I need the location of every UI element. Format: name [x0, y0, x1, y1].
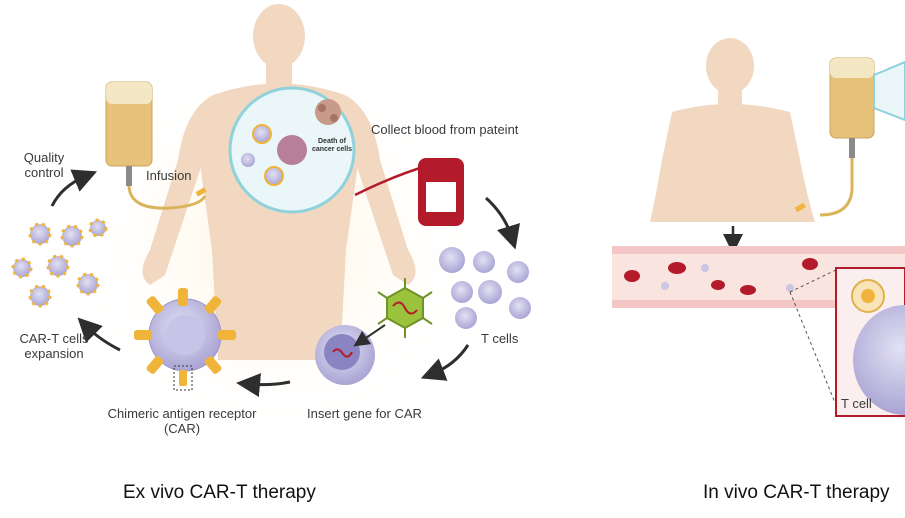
transduced-t-cell [315, 324, 386, 385]
t-cell [478, 280, 502, 304]
t-cell [509, 297, 531, 319]
blood-bag [354, 158, 464, 226]
t-cell [507, 261, 529, 283]
label-death-line1: Death of [318, 138, 346, 145]
arrow-tcells-to-insert [420, 344, 470, 381]
t-cell [473, 251, 495, 273]
car-t-cell [134, 288, 236, 391]
label-t-cells: T cells [481, 331, 519, 346]
label-qc-line2: control [24, 165, 64, 180]
caption-ex-vivo: Ex vivo CAR-T therapy [123, 482, 316, 503]
t-cell-zoom-box [789, 267, 905, 417]
car-t-cell-small [28, 222, 52, 246]
t-cell [439, 247, 465, 273]
label-expansion-line1: CAR-T cells [19, 331, 89, 346]
t-cell [455, 307, 477, 329]
t-cell [451, 281, 473, 303]
label-collect-blood: Collect blood from pateint [371, 122, 519, 137]
label-death-line2: cancer cells [311, 146, 353, 153]
cycle-arrows [50, 169, 520, 398]
cancer-kill-inset [228, 86, 356, 214]
label-t-cell-right: T cell [841, 396, 872, 411]
label-expansion: CAR-T cells expansion [4, 331, 104, 361]
arrow-expansion-to-infusion [50, 169, 98, 207]
car-t-cell-small [28, 284, 52, 308]
label-car: Chimeric antigen receptor (CAR) [92, 406, 272, 436]
label-insert-gene: Insert gene for CAR [307, 406, 422, 421]
label-infusion: Infusion [146, 168, 192, 183]
label-death-cancer-cells: Death of cancer cells [302, 138, 362, 154]
label-car-line2: (CAR) [163, 421, 201, 436]
car-t-cell-small [11, 257, 33, 279]
arrow-insert-to-car [236, 373, 291, 398]
patient-body-right [650, 38, 815, 222]
viral-vector [377, 278, 433, 338]
car-t-cell-small [88, 218, 108, 238]
expanded-car-t-cells [11, 218, 108, 308]
car-t-cell-small [60, 224, 84, 248]
label-car-line1: Chimeric antigen receptor [107, 406, 257, 421]
iv-bag-right [794, 57, 905, 217]
arrow-car-to-expansion [77, 317, 121, 352]
car-t-cell-small [46, 254, 70, 278]
iv-bag-left [105, 81, 207, 210]
car-t-cell-small [76, 272, 100, 296]
label-expansion-line2: expansion [24, 346, 84, 361]
arrow-collect-to-tcells [484, 196, 520, 250]
caption-in-vivo: In vivo CAR-T therapy [703, 482, 890, 503]
label-qc-line1: Quality [23, 150, 65, 165]
label-quality-control: Quality control [4, 150, 84, 180]
t-cells-cluster [439, 247, 531, 329]
